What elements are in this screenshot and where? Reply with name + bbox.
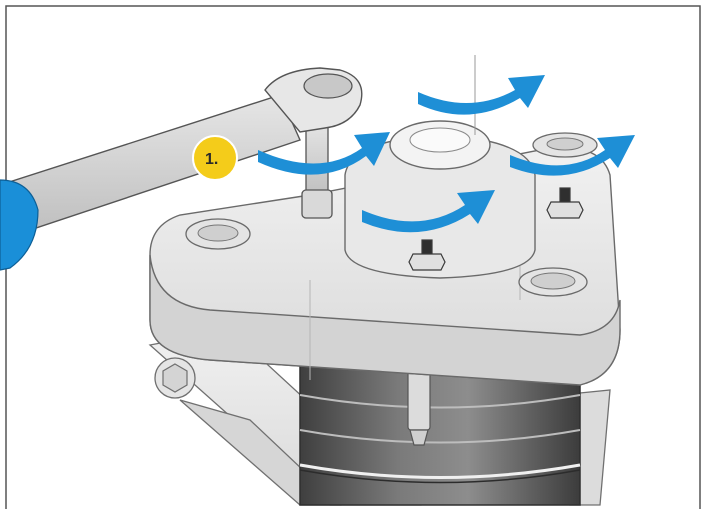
air-spring-icon: [299, 341, 581, 506]
step-badge: 1.: [192, 135, 238, 181]
wrench-grip: [0, 179, 39, 271]
bolt-hole-right: [518, 267, 588, 297]
step-number: 1.: [205, 151, 218, 168]
spring-cap: [344, 120, 536, 279]
hex-bolt-icon: [154, 357, 196, 399]
rotation-arrow-icon: [258, 75, 635, 233]
bolt-hole-left: [185, 218, 251, 250]
torque-wrench-icon: [0, 67, 363, 271]
bolt-hole-rear: [532, 132, 598, 158]
bolt-icon: [408, 187, 584, 271]
